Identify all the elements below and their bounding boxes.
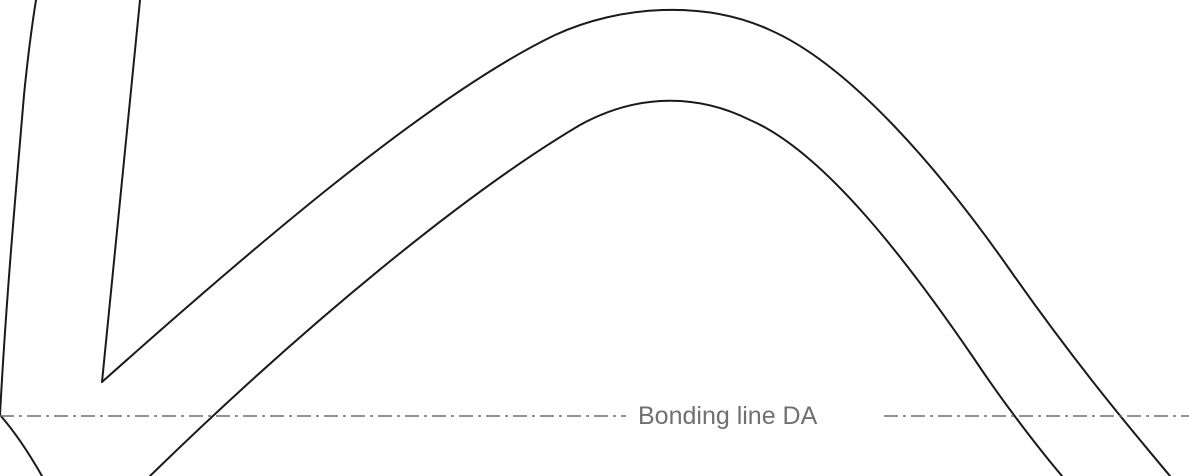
outer-arch-curve [149, 99, 1063, 476]
bottom-left-leg-line [0, 414, 43, 476]
outer-profile-curve [0, 0, 37, 416]
inner-leg-line [101, 0, 141, 383]
inner-arch-curve [101, 8, 1171, 476]
bonding-line-label: Bonding line DA [638, 402, 818, 430]
